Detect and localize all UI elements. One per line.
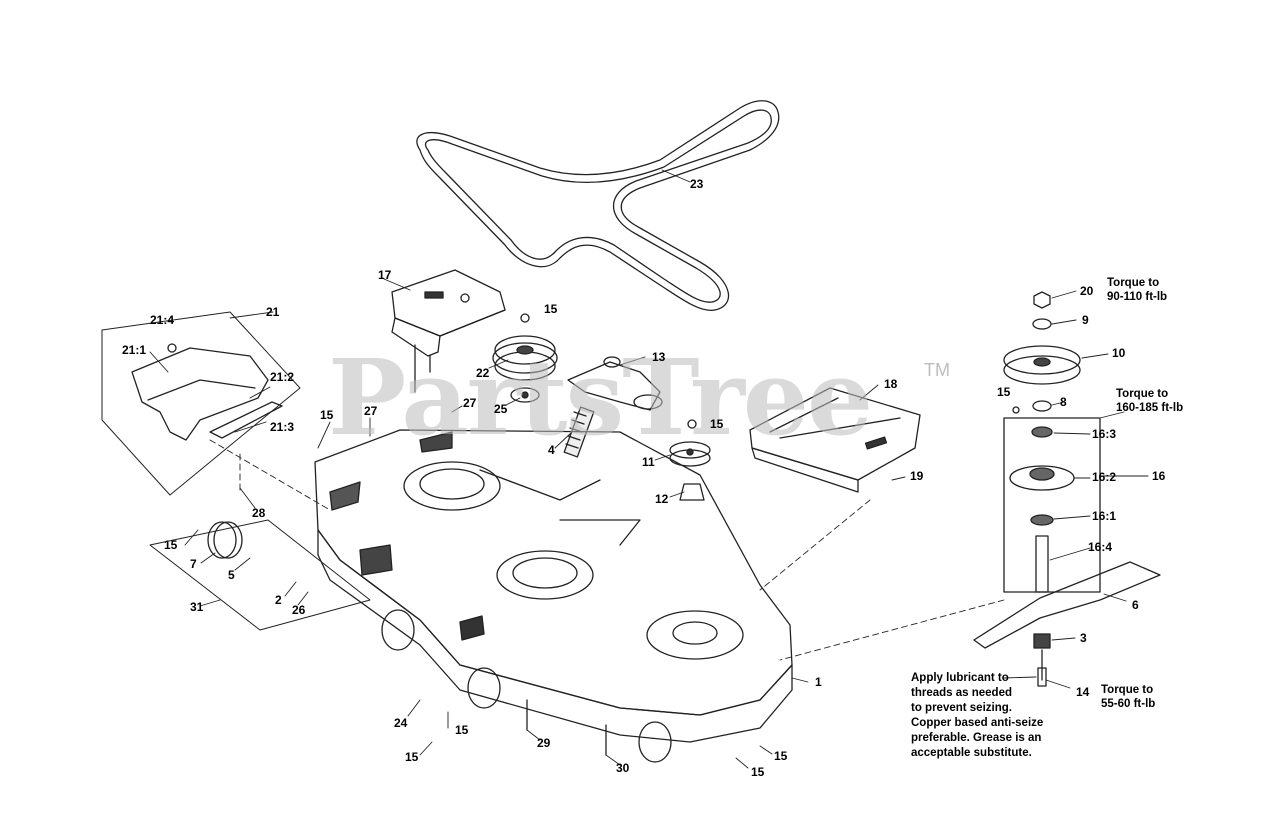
callout-20[interactable]: 20 <box>1080 284 1094 298</box>
torque-note-16: Torque to 160-185 ft-lb <box>1116 388 1184 414</box>
callout-27-left[interactable]: 27 <box>364 404 378 418</box>
callout-30[interactable]: 30 <box>616 761 630 775</box>
callout-13[interactable]: 13 <box>652 350 666 364</box>
callout-17[interactable]: 17 <box>378 268 392 282</box>
callout-12[interactable]: 12 <box>655 492 669 506</box>
callout-21-1[interactable]: 21:1 <box>122 343 147 357</box>
callout-21[interactable]: 21 <box>266 305 280 319</box>
discharge-chute <box>131 343 283 441</box>
callout-15-left[interactable]: 15 <box>320 408 334 422</box>
callout-15-spindle[interactable]: 15 <box>997 385 1011 399</box>
callout-25[interactable]: 25 <box>494 402 508 416</box>
callout-23[interactable]: 23 <box>690 177 704 191</box>
group-boxes <box>101 311 371 631</box>
callout-21-2[interactable]: 21:2 <box>270 370 295 384</box>
callout-16-1[interactable]: 16:1 <box>1092 509 1117 523</box>
callout-11[interactable]: 11 <box>642 455 655 469</box>
callout-8[interactable]: 8 <box>1060 395 1067 409</box>
callout-21-4[interactable]: 21:4 <box>150 313 175 327</box>
callout-6[interactable]: 6 <box>1132 598 1139 612</box>
callout-19[interactable]: 19 <box>910 469 924 483</box>
callout-15-pulley[interactable]: 15 <box>544 302 558 316</box>
callout-15-bottom[interactable]: 15 <box>751 765 765 779</box>
callout-16-2[interactable]: 16:2 <box>1092 470 1117 484</box>
callout-14[interactable]: 14 <box>1076 685 1090 699</box>
drive-belt <box>416 100 780 312</box>
callout-10[interactable]: 10 <box>1112 346 1126 360</box>
blade-bolt <box>1037 667 1047 687</box>
callout-21-3[interactable]: 21:3 <box>270 420 295 434</box>
callout-15-bottom-left[interactable]: 15 <box>405 750 419 764</box>
callout-4[interactable]: 4 <box>548 443 555 457</box>
callout-15-wheel[interactable]: 15 <box>164 538 178 552</box>
callout-16[interactable]: 16 <box>1152 469 1166 483</box>
mower-deck-housing <box>314 429 793 743</box>
callout-15-arm[interactable]: 15 <box>710 417 724 431</box>
callout-27-right[interactable]: 27 <box>463 396 477 410</box>
deck-belt-cover <box>749 387 921 493</box>
callout-16-3[interactable]: 16:3 <box>1092 427 1117 441</box>
callout-28[interactable]: 28 <box>252 506 266 520</box>
torque-note-14: Torque to 55-60 ft-lb <box>1101 684 1156 710</box>
deck-bolts <box>526 699 607 756</box>
idler-arm-assembly <box>510 356 711 501</box>
idler-pulley <box>492 313 558 381</box>
callout-9[interactable]: 9 <box>1082 313 1089 327</box>
trademark-symbol: TM <box>924 360 950 380</box>
callout-31[interactable]: 31 <box>190 600 204 614</box>
callout-7[interactable]: 7 <box>190 557 197 571</box>
watermark: PartsTree <box>328 336 873 459</box>
callout-24[interactable]: 24 <box>394 716 408 730</box>
callout-26[interactable]: 26 <box>292 603 306 617</box>
spindle-assembly <box>973 291 1161 681</box>
callout-1[interactable]: 1 <box>815 675 822 689</box>
callout-15-bottom-right[interactable]: 15 <box>774 749 788 763</box>
belt-cover-bracket <box>391 269 506 393</box>
callout-18[interactable]: 18 <box>884 377 898 391</box>
callout-16-4[interactable]: 16:4 <box>1088 540 1113 554</box>
callout-5[interactable]: 5 <box>228 568 235 582</box>
callout-2[interactable]: 2 <box>275 593 282 607</box>
anti-scalp-wheels <box>207 521 672 763</box>
callout-leaders <box>149 169 1149 769</box>
callout-29[interactable]: 29 <box>537 736 551 750</box>
callout-22[interactable]: 22 <box>476 366 490 380</box>
torque-note-20: Torque to 90-110 ft-lb <box>1107 277 1168 303</box>
lubricant-note: Apply lubricant to threads as needed to … <box>911 672 1044 759</box>
callout-3[interactable]: 3 <box>1080 631 1087 645</box>
callout-15-chute[interactable]: 15 <box>455 723 469 737</box>
assembly-dashed-lines <box>209 439 1005 661</box>
